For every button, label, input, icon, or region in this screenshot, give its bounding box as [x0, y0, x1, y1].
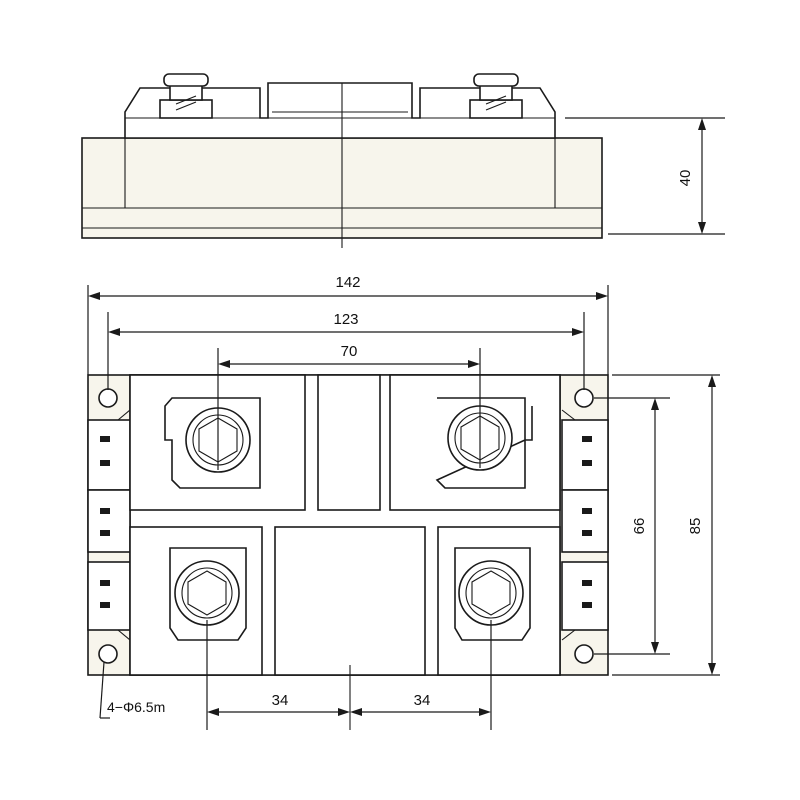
dim-terminal-pitch: 70: [217, 343, 481, 470]
dim-terminal-pitch-label: 70: [341, 343, 358, 360]
dim-mount-pitch: 123: [107, 311, 585, 390]
dim-overall-width-label: 85: [687, 518, 704, 535]
left-side-bays: [87, 409, 131, 641]
dim-overall-length: 142: [87, 274, 609, 375]
circle-hole-icon: [98, 388, 118, 408]
slot-mark: [582, 530, 592, 536]
dim-mount-span: 66: [594, 397, 670, 655]
dim-height-label: 40: [677, 170, 694, 187]
dim-terminal-spacing: 34 34: [206, 620, 492, 730]
hex-bolt-icon: [174, 560, 240, 626]
slot-mark: [582, 580, 592, 586]
dim-overall-length-label: 142: [335, 274, 360, 291]
slot-mark: [582, 460, 592, 466]
slot-mark: [582, 602, 592, 608]
dim-mount-span-label: 66: [631, 518, 648, 535]
hole-note: 4−Φ6.5m: [99, 661, 165, 719]
circle-hole-icon: [574, 644, 594, 664]
slot-mark: [100, 602, 110, 608]
dim-spacing-right-label: 34: [414, 692, 431, 709]
cell-upper-center: [317, 374, 381, 511]
cell-lower-center: [274, 526, 426, 676]
slot-mark: [582, 436, 592, 442]
slot-mark: [100, 436, 110, 442]
dim-spacing-left-label: 34: [272, 692, 289, 709]
hex-bolt-icon: [458, 560, 524, 626]
slot-mark: [100, 530, 110, 536]
circle-hole-icon: [98, 644, 118, 664]
side-screw-left: [159, 73, 213, 119]
side-screw-right: [469, 73, 523, 119]
slot-mark: [100, 460, 110, 466]
right-side-bays: [561, 409, 609, 641]
dim-mount-pitch-label: 123: [333, 311, 358, 328]
hole-note-label: 4−Φ6.5m: [107, 699, 165, 715]
slot-mark: [100, 508, 110, 514]
dim-overall-width: 85: [612, 374, 720, 676]
slot-mark: [582, 508, 592, 514]
slot-mark: [100, 580, 110, 586]
top-view: [87, 374, 609, 730]
side-view: 40: [81, 73, 725, 248]
dim-height: 40: [565, 117, 725, 235]
circle-hole-icon: [574, 388, 594, 408]
